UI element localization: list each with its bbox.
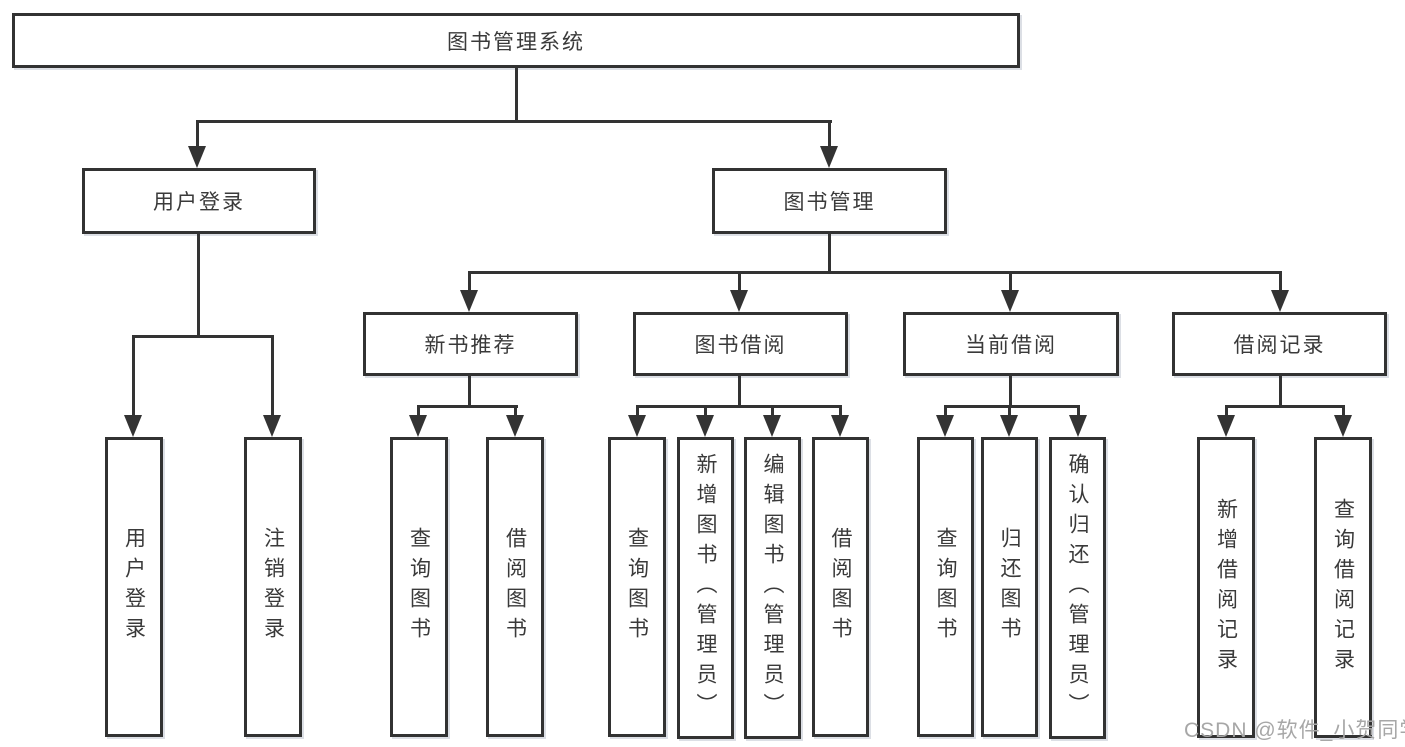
leaf-query-borrow-record: 查询借阅记录 bbox=[1314, 437, 1372, 738]
connector-stem bbox=[738, 376, 741, 407]
connector-root-branch bbox=[196, 120, 832, 123]
leaf-query-books-recommend: 查询图书 bbox=[390, 437, 448, 737]
node-root-label: 图书管理系统 bbox=[447, 30, 585, 54]
leaf-query-books-borrowing: 查询图书 bbox=[608, 437, 666, 737]
connector-stem bbox=[271, 335, 274, 417]
leaf-query-books-borrowing-label: 查询图书 bbox=[625, 527, 649, 647]
leaf-borrow-books: 借阅图书 bbox=[812, 437, 869, 737]
connector-stem bbox=[828, 120, 831, 148]
connector-stem bbox=[514, 405, 517, 417]
connector-stem bbox=[636, 405, 639, 417]
arrow-down-icon bbox=[1001, 290, 1019, 312]
leaf-borrow-books-label: 借阅图书 bbox=[829, 527, 852, 647]
connector-stem bbox=[704, 405, 707, 417]
connector-branch bbox=[132, 335, 274, 338]
connector-stem bbox=[417, 405, 420, 417]
arrow-down-icon bbox=[1217, 415, 1235, 437]
leaf-edit-book-admin: 编辑图书（管理员） bbox=[744, 437, 801, 739]
connector-stem bbox=[839, 405, 842, 417]
connector-stem bbox=[196, 120, 199, 148]
connector-stem bbox=[1279, 271, 1282, 292]
arrow-down-icon bbox=[696, 415, 714, 437]
connector-stem bbox=[1008, 405, 1011, 417]
leaf-query-books-recommend-label: 查询图书 bbox=[407, 527, 431, 647]
leaf-add-book-admin-label: 新增图书（管理员） bbox=[694, 453, 717, 723]
watermark: CSDN @软件_小贺同学 bbox=[1184, 719, 1405, 742]
connector-stem bbox=[738, 271, 741, 292]
connector-stem bbox=[468, 271, 471, 292]
connector-stem bbox=[1009, 271, 1012, 292]
connector-stem bbox=[1077, 405, 1080, 417]
arrow-down-icon bbox=[1000, 415, 1018, 437]
node-book-borrowing-label: 图书借阅 bbox=[694, 334, 787, 357]
leaf-add-borrow-record: 新增借阅记录 bbox=[1197, 437, 1255, 738]
connector-branch bbox=[468, 271, 1282, 274]
connector-stem bbox=[1225, 405, 1228, 417]
arrow-down-icon bbox=[1069, 415, 1087, 437]
connector-stem bbox=[771, 405, 774, 417]
connector-branch bbox=[944, 405, 1080, 408]
leaf-query-books-current-label: 查询图书 bbox=[934, 527, 957, 647]
leaf-return-book-label: 归还图书 bbox=[998, 527, 1021, 647]
arrow-down-icon bbox=[124, 415, 142, 437]
node-current-borrowing: 当前借阅 bbox=[903, 312, 1119, 376]
leaf-user-login: 用户登录 bbox=[105, 437, 163, 737]
connector-branch bbox=[1225, 405, 1345, 408]
arrow-down-icon bbox=[460, 290, 478, 312]
arrow-down-icon bbox=[936, 415, 954, 437]
arrow-down-icon bbox=[831, 415, 849, 437]
connector-stem bbox=[197, 234, 200, 338]
leaf-return-book: 归还图书 bbox=[981, 437, 1038, 737]
arrow-down-icon bbox=[1271, 290, 1289, 312]
node-borrowing-records: 借阅记录 bbox=[1172, 312, 1387, 376]
leaf-confirm-return-admin-label: 确认归还（管理员） bbox=[1066, 453, 1089, 723]
connector-stem bbox=[944, 405, 947, 417]
leaf-confirm-return-admin: 确认归还（管理员） bbox=[1049, 437, 1106, 739]
node-root: 图书管理系统 bbox=[12, 13, 1020, 68]
leaf-user-login-label: 用户登录 bbox=[122, 527, 146, 647]
node-book-borrowing: 图书借阅 bbox=[633, 312, 848, 376]
leaf-logout-label: 注销登录 bbox=[261, 527, 285, 647]
leaf-edit-book-admin-label: 编辑图书（管理员） bbox=[761, 453, 784, 723]
node-borrowing-records-label: 借阅记录 bbox=[1233, 334, 1326, 357]
connector-stem bbox=[1009, 376, 1012, 407]
connector-stem bbox=[1279, 376, 1282, 407]
arrow-down-icon bbox=[263, 415, 281, 437]
leaf-add-book-admin: 新增图书（管理员） bbox=[677, 437, 734, 739]
node-new-book-recommend-label: 新书推荐 bbox=[424, 334, 517, 357]
leaf-borrow-books-recommend-label: 借阅图书 bbox=[503, 527, 527, 647]
arrow-down-icon bbox=[730, 290, 748, 312]
arrow-down-icon bbox=[1334, 415, 1352, 437]
node-user-login-label: 用户登录 bbox=[153, 191, 245, 214]
arrow-down-icon bbox=[188, 146, 206, 168]
node-book-management: 图书管理 bbox=[712, 168, 947, 234]
connector-stem bbox=[468, 376, 471, 407]
node-user-login: 用户登录 bbox=[82, 168, 316, 234]
connector-root-stem bbox=[515, 68, 518, 122]
node-current-borrowing-label: 当前借阅 bbox=[965, 334, 1057, 357]
connector-stem bbox=[828, 234, 831, 274]
node-new-book-recommend: 新书推荐 bbox=[363, 312, 578, 376]
leaf-logout: 注销登录 bbox=[244, 437, 302, 737]
connector-branch bbox=[636, 405, 842, 408]
leaf-add-borrow-record-label: 新增借阅记录 bbox=[1214, 497, 1238, 678]
connector-stem bbox=[1342, 405, 1345, 417]
leaf-borrow-books-recommend: 借阅图书 bbox=[486, 437, 544, 737]
leaf-query-books-current: 查询图书 bbox=[917, 437, 974, 737]
connector-branch bbox=[417, 405, 518, 408]
node-book-management-label: 图书管理 bbox=[783, 191, 876, 214]
arrow-down-icon bbox=[409, 415, 427, 437]
arrow-down-icon bbox=[763, 415, 781, 437]
leaf-query-borrow-record-label: 查询借阅记录 bbox=[1331, 497, 1355, 678]
arrow-down-icon bbox=[506, 415, 524, 437]
arrow-down-icon bbox=[628, 415, 646, 437]
connector-stem bbox=[132, 335, 135, 417]
arrow-down-icon bbox=[820, 146, 838, 168]
